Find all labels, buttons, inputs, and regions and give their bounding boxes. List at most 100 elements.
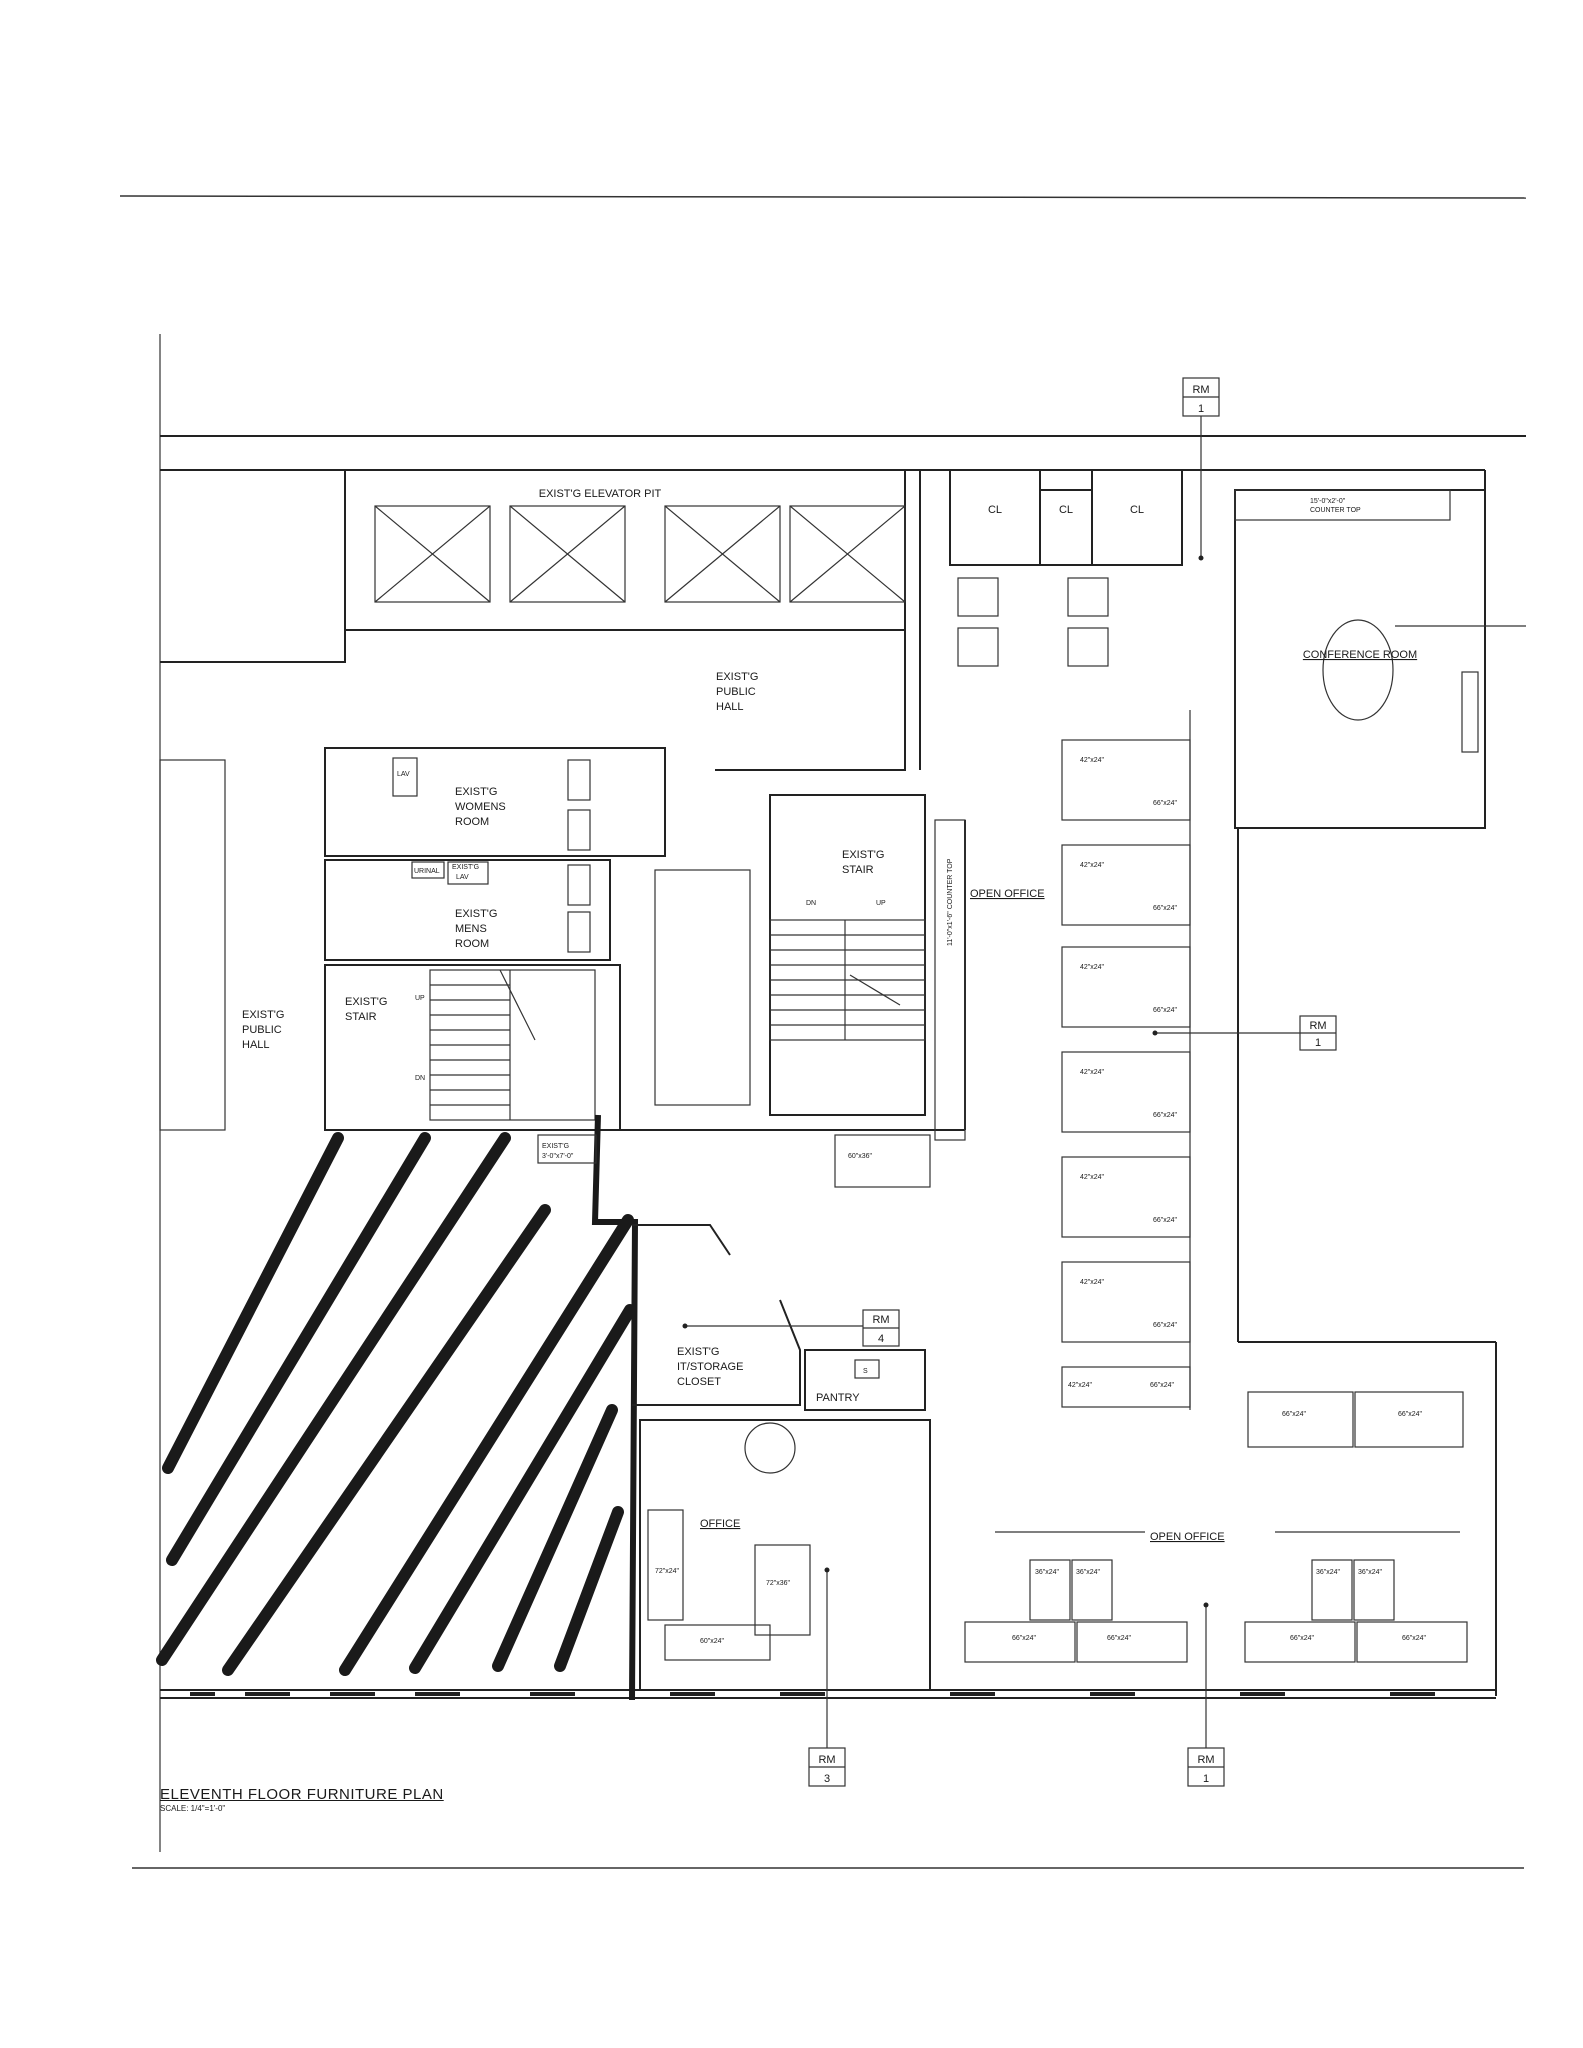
hatched-area: EXIST'G 3'-0"x7'-0" bbox=[156, 1114, 639, 1701]
svg-text:PUBLIC: PUBLIC bbox=[242, 1024, 282, 1036]
svg-text:IT/STORAGE: IT/STORAGE bbox=[677, 1361, 743, 1373]
svg-text:42"x24": 42"x24" bbox=[1068, 1382, 1093, 1389]
svg-text:CLOSET: CLOSET bbox=[677, 1376, 721, 1388]
svg-text:RM: RM bbox=[872, 1314, 889, 1326]
svg-text:1: 1 bbox=[1198, 403, 1204, 415]
stair-left: EXIST'G STAIR UP DN bbox=[324, 964, 621, 1131]
it-storage-and-pantry: EXIST'G IT/STORAGE CLOSET S PANTRY bbox=[632, 1224, 926, 1411]
svg-text:60"x24": 60"x24" bbox=[700, 1638, 725, 1645]
svg-text:36"x24": 36"x24" bbox=[1358, 1569, 1383, 1576]
svg-text:PANTRY: PANTRY bbox=[816, 1392, 860, 1404]
elevator-bank: EXIST'G ELEVATOR PIT bbox=[344, 469, 906, 631]
svg-text:36"x24": 36"x24" bbox=[1076, 1569, 1101, 1576]
svg-text:HALL: HALL bbox=[716, 701, 744, 713]
conference-room-label: CONFERENCE ROOM bbox=[1303, 649, 1417, 661]
svg-text:CL: CL bbox=[988, 504, 1002, 516]
svg-text:STAIR: STAIR bbox=[842, 864, 874, 876]
room-tag-rm3: RM 3 bbox=[808, 1567, 846, 1787]
svg-text:DN: DN bbox=[415, 1075, 425, 1082]
svg-text:66"x24": 66"x24" bbox=[1153, 800, 1178, 807]
svg-text:UP: UP bbox=[876, 900, 886, 907]
svg-text:ROOM: ROOM bbox=[455, 816, 489, 828]
svg-text:EXIST'G: EXIST'G bbox=[455, 908, 497, 920]
svg-text:36"x24": 36"x24" bbox=[1035, 1569, 1060, 1576]
svg-text:66"x24": 66"x24" bbox=[1153, 1217, 1178, 1224]
svg-text:66"x24": 66"x24" bbox=[1290, 1635, 1315, 1642]
svg-text:66"x24": 66"x24" bbox=[1282, 1411, 1307, 1418]
elevator-pit-label: EXIST'G ELEVATOR PIT bbox=[539, 488, 662, 500]
svg-text:66"x24": 66"x24" bbox=[1153, 905, 1178, 912]
svg-text:MENS: MENS bbox=[455, 923, 487, 935]
svg-text:HALL: HALL bbox=[242, 1039, 270, 1051]
svg-text:66"x24": 66"x24" bbox=[1150, 1382, 1175, 1389]
svg-text:42"x24": 42"x24" bbox=[1080, 1279, 1105, 1286]
svg-text:RM: RM bbox=[1197, 1754, 1214, 1766]
svg-text:1: 1 bbox=[1203, 1773, 1209, 1785]
svg-text:1: 1 bbox=[1315, 1037, 1321, 1049]
svg-text:URINAL: URINAL bbox=[414, 868, 440, 875]
room-tag-rm1-top: RM 1 bbox=[1182, 377, 1220, 561]
svg-text:CL: CL bbox=[1059, 504, 1073, 516]
svg-text:PUBLIC: PUBLIC bbox=[716, 686, 756, 698]
svg-text:66"x24": 66"x24" bbox=[1107, 1635, 1132, 1642]
open-office-b-label: OPEN OFFICE bbox=[1150, 1531, 1225, 1543]
svg-text:3'-0"x7'-0": 3'-0"x7'-0" bbox=[542, 1153, 574, 1160]
svg-text:42"x24": 42"x24" bbox=[1080, 1069, 1105, 1076]
svg-text:ROOM: ROOM bbox=[455, 938, 489, 950]
svg-text:COUNTER TOP: COUNTER TOP bbox=[1310, 507, 1361, 514]
closets: CL CL CL bbox=[949, 469, 1183, 667]
svg-text:EXIST'G: EXIST'G bbox=[542, 1143, 569, 1150]
svg-text:DN: DN bbox=[806, 900, 816, 907]
room-tag-rm1-mid: RM 1 bbox=[1152, 1015, 1337, 1051]
svg-text:36"x24": 36"x24" bbox=[1316, 1569, 1341, 1576]
svg-text:UP: UP bbox=[415, 995, 425, 1002]
womens-room: LAV EXIST'G WOMENS ROOM bbox=[324, 747, 666, 857]
office: OFFICE 72"x24" 72"x36" 60"x24" bbox=[639, 1419, 931, 1691]
svg-text:EXIST'G: EXIST'G bbox=[242, 1009, 284, 1021]
open-office-b: 66"x24" 66"x24" OPEN OFFICE 36"x24" 36"x… bbox=[964, 1391, 1468, 1663]
svg-text:60"x36": 60"x36" bbox=[848, 1153, 873, 1160]
public-hall-top: EXIST'G PUBLIC HALL bbox=[160, 630, 906, 771]
svg-text:EXIST'G: EXIST'G bbox=[842, 849, 884, 861]
core-partitions bbox=[325, 470, 966, 1131]
open-office-a-label: OPEN OFFICE bbox=[970, 888, 1045, 900]
svg-text:EXIST'G: EXIST'G bbox=[452, 864, 479, 871]
room-tag-rm1-bottom: RM 1 bbox=[1187, 1602, 1225, 1787]
svg-text:EXIST'G: EXIST'G bbox=[716, 671, 758, 683]
plan-title: ELEVENTH FLOOR FURNITURE PLAN bbox=[160, 1786, 444, 1803]
svg-text:42"x24": 42"x24" bbox=[1080, 1174, 1105, 1181]
svg-text:66"x24": 66"x24" bbox=[1012, 1635, 1037, 1642]
top-rule bbox=[119, 195, 1527, 199]
svg-text:EXIST'G: EXIST'G bbox=[455, 786, 497, 798]
svg-text:15'-0"x2'-0": 15'-0"x2'-0" bbox=[1310, 498, 1346, 505]
svg-text:EXIST'G: EXIST'G bbox=[345, 996, 387, 1008]
svg-text:CL: CL bbox=[1130, 504, 1144, 516]
room-tag-rm4: RM 4 bbox=[682, 1309, 900, 1347]
plan-caption: ELEVENTH FLOOR FURNITURE PLAN SCALE: 1/4… bbox=[160, 1786, 760, 1813]
svg-text:S: S bbox=[863, 1368, 868, 1375]
svg-text:3: 3 bbox=[824, 1773, 830, 1785]
svg-text:66"x24": 66"x24" bbox=[1153, 1322, 1178, 1329]
svg-text:42"x24": 42"x24" bbox=[1080, 757, 1105, 764]
plan-scale: SCALE: 1/4"=1'-0" bbox=[160, 1804, 226, 1813]
svg-text:66"x24": 66"x24" bbox=[1153, 1007, 1178, 1014]
svg-text:66"x24": 66"x24" bbox=[1398, 1411, 1423, 1418]
svg-text:RM: RM bbox=[1309, 1020, 1326, 1032]
building-outline bbox=[160, 435, 1526, 1699]
svg-text:WOMENS: WOMENS bbox=[455, 801, 506, 813]
svg-text:66"x24": 66"x24" bbox=[1402, 1635, 1427, 1642]
svg-text:42"x24": 42"x24" bbox=[1080, 964, 1105, 971]
svg-text:4: 4 bbox=[878, 1333, 884, 1345]
svg-text:RM: RM bbox=[1192, 384, 1209, 396]
svg-text:11'-0"x1'-6" COUNTER TOP: 11'-0"x1'-6" COUNTER TOP bbox=[947, 858, 954, 946]
svg-text:RM: RM bbox=[818, 1754, 835, 1766]
svg-text:LAV: LAV bbox=[397, 771, 410, 778]
svg-text:EXIST'G: EXIST'G bbox=[677, 1346, 719, 1358]
svg-text:66"x24": 66"x24" bbox=[1153, 1112, 1178, 1119]
svg-text:STAIR: STAIR bbox=[345, 1011, 377, 1023]
svg-text:72"x36": 72"x36" bbox=[766, 1580, 791, 1587]
svg-text:42"x24": 42"x24" bbox=[1080, 862, 1105, 869]
mens-room: URINAL EXIST'G LAV EXIST'G MENS ROOM bbox=[324, 859, 611, 961]
stair-center: EXIST'G STAIR DN UP bbox=[654, 794, 926, 1116]
open-office-a: 42"x24" 66"x24" 42"x24" 66"x24" 42"x24" … bbox=[834, 710, 1191, 1410]
